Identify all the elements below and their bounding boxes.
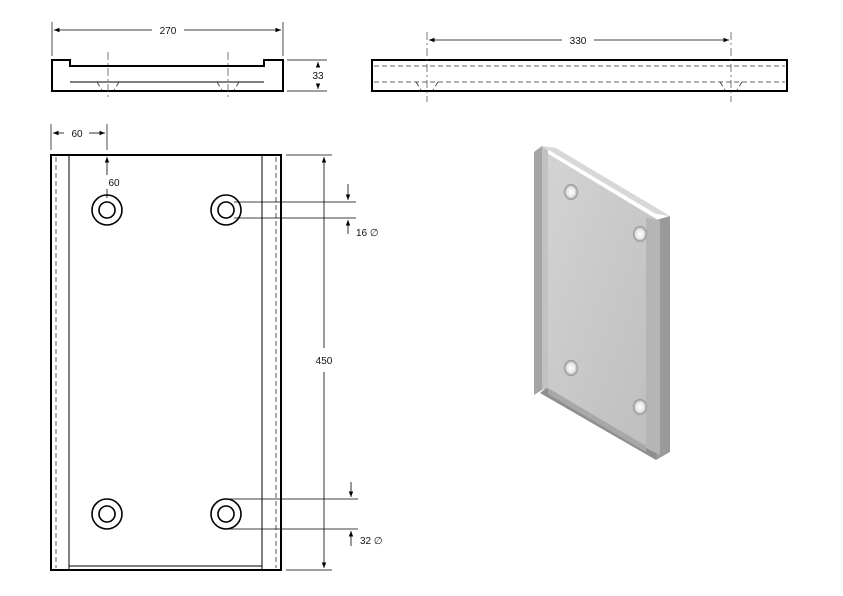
iso-right-rail — [646, 218, 660, 455]
front-view: 270 33 — [51, 22, 327, 100]
side-view-hidden-holes — [415, 81, 743, 91]
iso-top-rail — [542, 146, 670, 216]
isometric-view — [534, 146, 670, 460]
dim-60v-label: 60 — [108, 178, 120, 189]
front-view-hidden-holes — [96, 81, 240, 91]
hole-top-left — [91, 194, 123, 226]
hole-bottom-left — [91, 498, 123, 530]
side-view: 330 — [371, 32, 788, 102]
dim-330-label: 330 — [570, 36, 587, 47]
iso-left-rail-side — [534, 146, 542, 395]
front-view-outline — [51, 59, 284, 92]
dim-16-label: 16 ∅ — [356, 228, 379, 239]
plan-view-outline — [50, 154, 282, 571]
iso-main-face — [542, 150, 658, 452]
plan-view: 60 60 450 16 ∅ 32 ∅ — [50, 124, 383, 571]
dim-450-label: 450 — [316, 356, 333, 367]
hole-top-right — [210, 194, 242, 226]
iso-bottom-lip — [548, 388, 646, 452]
dim-33-label: 33 — [312, 71, 324, 82]
dim-32-label: 32 ∅ — [360, 536, 383, 547]
iso-left-rail-top — [542, 146, 548, 390]
dim-270-label: 270 — [160, 26, 177, 37]
iso-hole-4 — [633, 399, 647, 415]
iso-hole-3 — [564, 360, 578, 376]
iso-hole-1 — [564, 184, 578, 200]
dim-60h-label: 60 — [71, 129, 83, 140]
iso-hole-2 — [633, 226, 647, 242]
side-view-outline — [371, 59, 788, 92]
hole-bottom-right — [210, 498, 242, 530]
